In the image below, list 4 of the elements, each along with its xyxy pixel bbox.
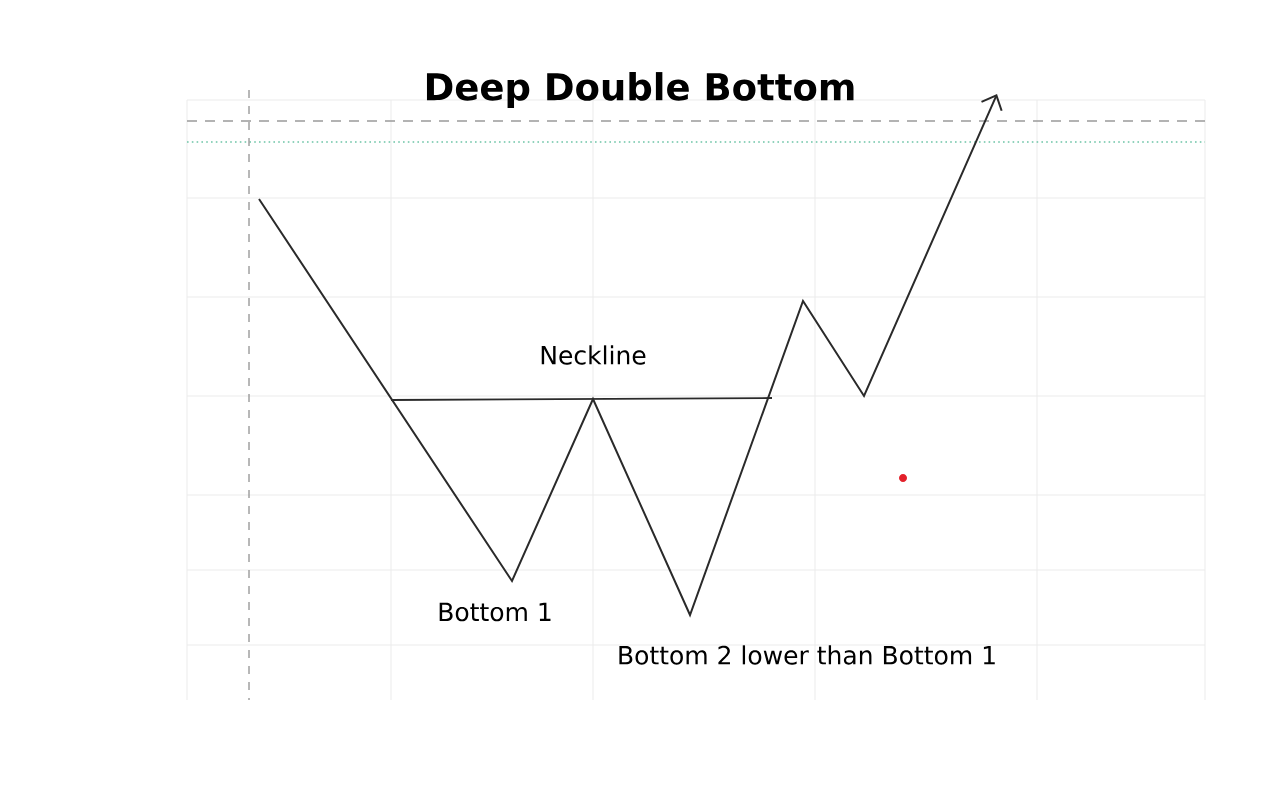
chart-annotation: Bottom 2 lower than Bottom 1: [619, 645, 995, 665]
title: Deep Double Bottom: [426, 72, 854, 108]
chart-annotation: Neckline: [541, 345, 646, 365]
chart-annotation: Bottom 1: [439, 602, 551, 622]
